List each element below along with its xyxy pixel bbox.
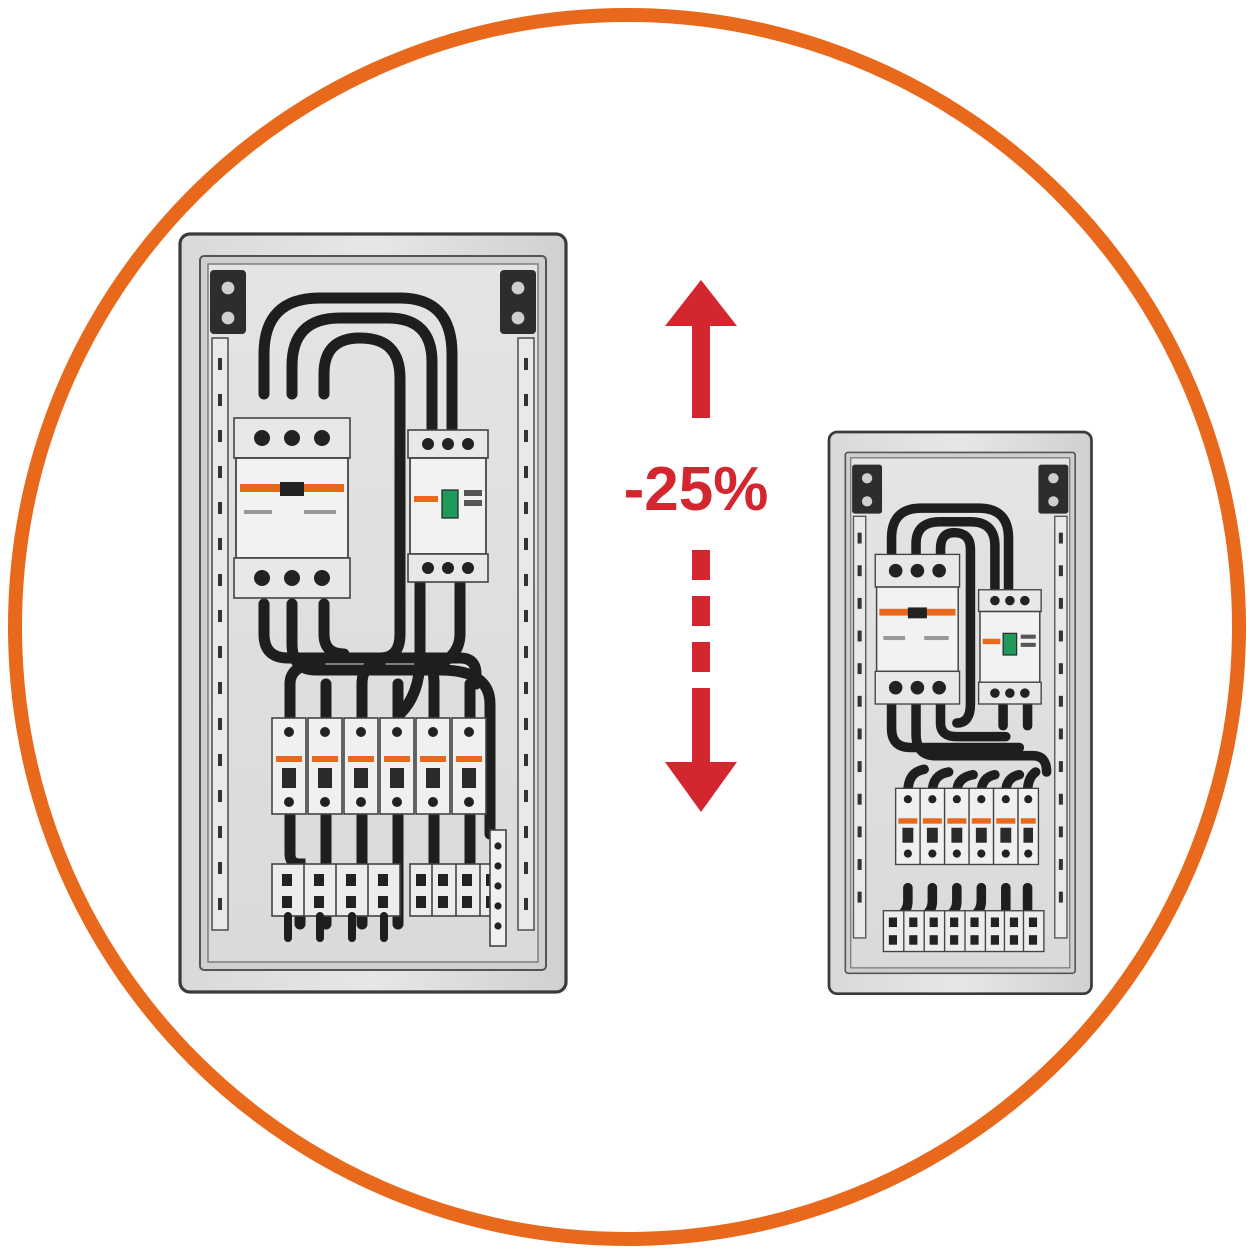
dashed-arrow-down-icon bbox=[665, 550, 737, 812]
mounting-bracket-right bbox=[500, 270, 536, 334]
mounting-bracket-left bbox=[852, 464, 883, 514]
terminal-blocks bbox=[882, 910, 1045, 953]
electrical-cabinet-icon bbox=[178, 232, 568, 994]
miniature-breakers bbox=[894, 787, 1040, 866]
ground-bar bbox=[489, 829, 507, 947]
power-cables bbox=[258, 292, 496, 930]
mounting-bracket-right bbox=[1038, 464, 1069, 514]
reduction-label: -25% bbox=[624, 455, 769, 524]
side-rail-left bbox=[852, 515, 867, 939]
electrical-cabinet-icon bbox=[827, 430, 1093, 996]
miniature-breakers bbox=[271, 717, 487, 815]
terminal-blocks bbox=[271, 863, 503, 917]
arrow-up-icon bbox=[665, 280, 737, 418]
mounting-bracket-left bbox=[210, 270, 246, 334]
motor-breaker bbox=[977, 589, 1042, 705]
large-control-panel bbox=[178, 232, 568, 994]
side-rail-left bbox=[211, 337, 229, 931]
side-rail-right bbox=[517, 337, 535, 931]
motor-breaker bbox=[407, 429, 489, 583]
small-control-panel bbox=[827, 430, 1093, 996]
contactor bbox=[874, 553, 961, 705]
side-rail-right bbox=[1054, 515, 1068, 939]
reduction-indicator: -25% bbox=[624, 280, 769, 812]
contactor bbox=[233, 417, 351, 599]
